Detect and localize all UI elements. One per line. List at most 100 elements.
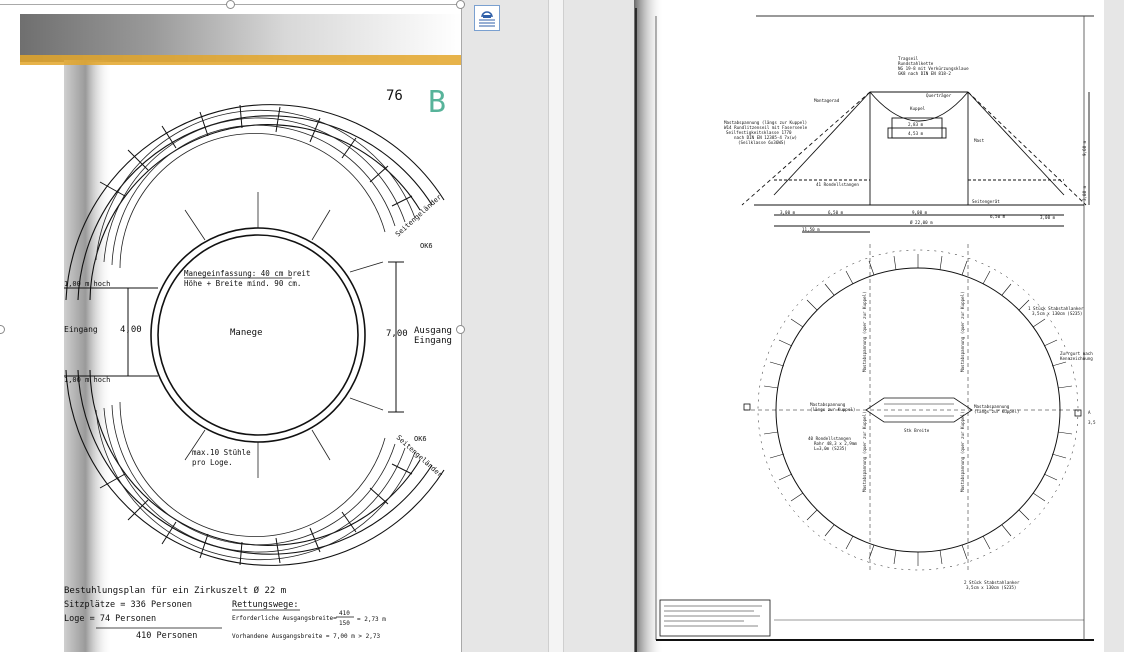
label-manege: Manege <box>230 328 263 338</box>
loge-spokes <box>184 192 384 478</box>
label-kuppel: Kuppel <box>910 106 926 111</box>
label-rondell-3: L=3,0m (S235) <box>814 446 847 451</box>
label-seitengelaender-top: Seitengeländer <box>394 193 443 238</box>
label-dim-283: 2,83 m <box>908 122 924 127</box>
title-block-lines <box>664 605 762 627</box>
seating-plan-drawing: 76 B Seitengeländer Seitengeländer OK6 O… <box>20 14 462 652</box>
label-ok6-top: OK6 <box>420 242 433 250</box>
footer-frac-den: 150 <box>339 620 350 627</box>
label-rundstahlkette: Rundstahlkette <box>898 61 934 66</box>
scan-shadow-top <box>20 14 462 62</box>
label-mast-right: Mastabspannung <box>974 404 1010 409</box>
label-stab-bottom-1: 2 Stück Stabstahlanker <box>964 580 1020 585</box>
label-montagerad: Montagerad <box>814 98 840 103</box>
rondell-stakes <box>763 254 1073 566</box>
label-mast: Mast <box>974 138 985 143</box>
label-ok6-bottom: OK6 <box>414 435 427 443</box>
label-dim-4: 3,00 m <box>1040 215 1056 220</box>
label-dim-400: 4,00 <box>120 325 142 335</box>
label-vert-left-top: Mastabspannung (quer zur Kuppel) <box>862 291 867 372</box>
label-edge-2: 3,5 <box>1088 420 1096 425</box>
label-w14: W14 Rundlitzenseil mit Faserseele <box>724 125 808 130</box>
label-zurrgurt-2: Kennzeichnung <box>1060 356 1093 361</box>
label-stab-top-1: 1 Stück Stabstahlanker <box>1028 306 1084 311</box>
label-mastabspannung: Mastabspannung (längs zur Kuppel) <box>724 120 807 125</box>
label-height-1: 9,60 m <box>1082 140 1087 156</box>
seating-rows-bottom <box>95 401 416 561</box>
scan-shadow-left <box>634 0 664 652</box>
label-dim-150: 11,50 m <box>802 227 820 232</box>
page-number: 76 <box>386 88 403 104</box>
label-stab-top-2: 3,5cm x 130cm (S235) <box>1032 311 1082 316</box>
manege-outer <box>150 227 366 443</box>
page-zeltplan: Tragseil Rundstahlkette NG 19-8 mit Verk… <box>634 0 1104 652</box>
label-manegeinfassung: Manegeinfassung: 40 cm breit <box>184 269 310 278</box>
label-mast-left-2: (längs zur Kuppel) <box>810 407 855 412</box>
footer-rettungswege: Rettungswege: <box>232 600 299 610</box>
label-rondell-1: 40 Rondellstangen <box>808 436 851 441</box>
footer-total: 410 Personen <box>136 631 197 641</box>
elevation-view <box>741 91 1090 233</box>
label-dim-1: 6,50 m <box>828 210 844 215</box>
manege-inner <box>157 234 359 436</box>
label-kette-spec: NG 19-8 mit Verkürzungsklaue <box>898 66 969 71</box>
scan-shadow-left <box>64 60 112 652</box>
label-rondell-2: Rohr 48,3 x 2,9mm <box>814 441 857 446</box>
label-hoch-top: 1,00 m hoch <box>64 280 110 288</box>
label-norm: GK8 nach DIN EN 818-2 <box>898 71 951 76</box>
label-tragseil: Tragseil <box>898 56 919 61</box>
footer-frac-result: = 2,73 m <box>357 616 386 623</box>
label-max-stuehle-1: max.10 Stühle <box>192 448 251 457</box>
footer-loge: Loge = 74 Personen <box>64 614 156 624</box>
label-rondellstangen: 41 Rondellstangen <box>816 182 859 187</box>
label-quertraeger: Querträger <box>926 93 952 98</box>
label-hoch-bottom: 1,00 m hoch <box>64 376 110 384</box>
page-separator <box>548 0 564 652</box>
label-zurrgurt-1: Zurrgurt nach <box>1060 351 1093 356</box>
stamp-letter: B <box>428 85 446 120</box>
footer-title: Bestuhlungsplan für ein Zirkuszelt Ø 22 … <box>64 585 286 596</box>
label-max-stuehle-2: pro Loge. <box>192 458 233 467</box>
label-dim-700: 7,00 <box>386 329 408 339</box>
resize-handle-right[interactable] <box>456 325 465 334</box>
label-vert-left-bottom: Mastabspannung (quer zur Kuppel) <box>862 411 867 492</box>
label-total-diameter: Ø 22,00 m <box>910 220 933 225</box>
tape-strip <box>20 55 462 65</box>
label-seitengelaender: Seitengerät <box>972 199 1000 204</box>
plan-labels: 1 Stück Stabstahlanker 3,5cm x 130cm (S2… <box>808 291 1096 590</box>
footer-sitzplaetze: Sitzplätze = 336 Personen <box>64 600 192 610</box>
label-seilfestigkeit: Seilfestigkeitsklasse 1770 <box>726 130 792 135</box>
label-dim-0: 3,00 m <box>780 210 796 215</box>
tent-technical-drawing: Tragseil Rundstahlkette NG 19-8 mit Verk… <box>634 0 1096 652</box>
page-bestuhlungsplan: 76 B Seitengeländer Seitengeländer OK6 O… <box>0 0 462 652</box>
label-mast-right-2: (längs zur Kuppel) <box>974 409 1019 414</box>
label-stk-breite: Stk Breite <box>904 428 930 433</box>
label-dim-2: 9,00 m <box>912 210 928 215</box>
label-dim-3: 6,50 m <box>990 214 1006 219</box>
layout-options-icon <box>479 11 495 27</box>
footer-vorhanden: Vorhandene Ausgangsbreite = 7,00 m > 2,7… <box>232 633 380 640</box>
label-vert-right-top: Mastabspannung (quer zur Kuppel) <box>960 291 965 372</box>
resize-handle-left[interactable] <box>0 325 5 334</box>
seating-rows-top <box>95 109 416 269</box>
radial-dividers <box>99 104 413 566</box>
label-seilklasse: (Seilklasse 6x36WS) <box>738 140 786 145</box>
elevation-labels: Tragseil Rundstahlkette NG 19-8 mit Verk… <box>724 56 1087 232</box>
resize-handle-top-right[interactable] <box>456 0 465 9</box>
label-eingang-left: Eingang <box>64 325 98 334</box>
label-vert-right-bottom: Mastabspannung (quer zur Kuppel) <box>960 411 965 492</box>
label-norm2: nach DIN EN 12385-4 7x(w) <box>734 135 797 140</box>
label-ausgang: Ausgang <box>414 326 452 336</box>
label-height-2: 3,80 m <box>1082 185 1087 201</box>
label-edge-1: A <box>1088 410 1091 415</box>
title-block <box>659 599 771 637</box>
resize-handle-top[interactable] <box>226 0 235 9</box>
plan-view <box>743 244 1082 572</box>
entrance-lines <box>64 261 404 413</box>
label-dim-453: 4,53 m <box>908 131 924 136</box>
layout-options-button[interactable] <box>474 5 500 31</box>
label-eingang-right: Eingang <box>414 336 452 346</box>
footer-frac-num: 410 <box>339 610 350 617</box>
footer-erforderlich: Erforderliche Ausgangsbreite= <box>232 615 337 622</box>
label-stab-bottom-2: 3,5cm x 130cm (S235) <box>966 585 1016 590</box>
